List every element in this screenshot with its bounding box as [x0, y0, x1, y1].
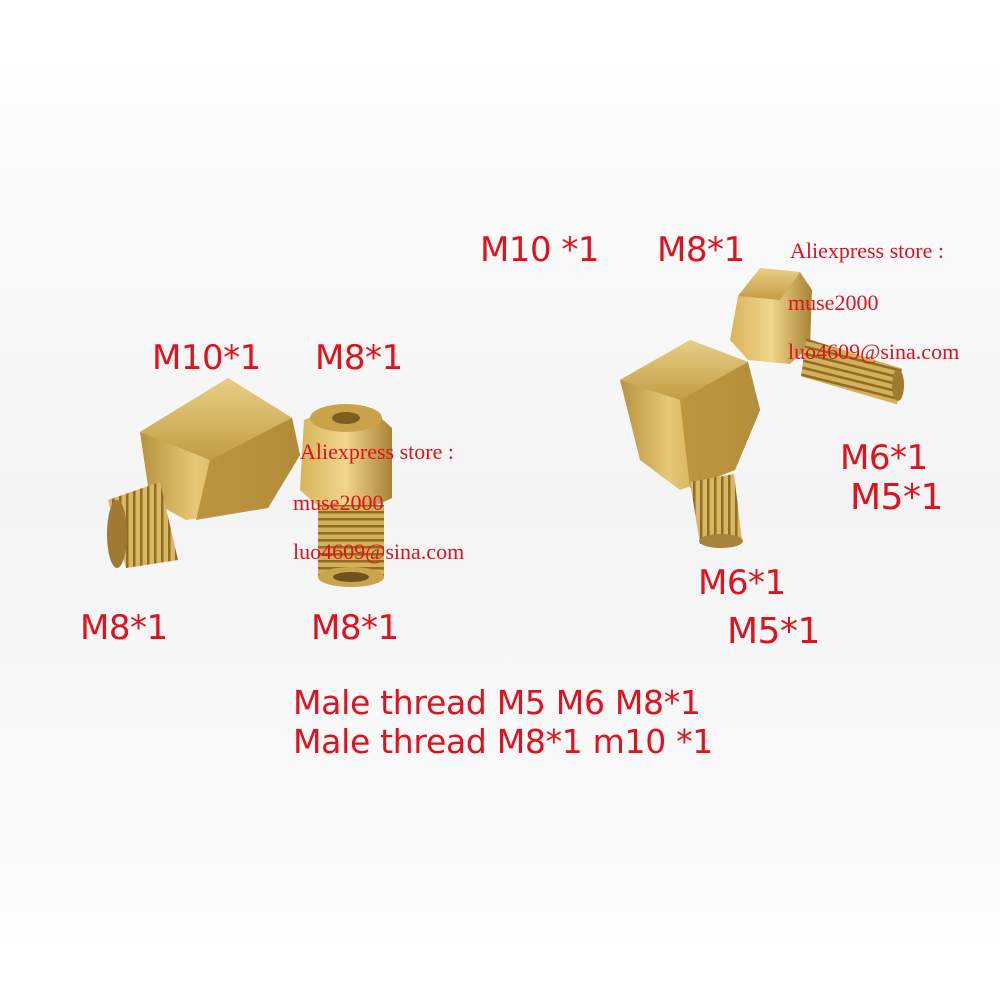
brass-adapter-right-large	[620, 340, 760, 548]
label-left-bottom-small: M8*1	[311, 608, 399, 648]
watermark-right-store: Aliexpress store :	[790, 238, 944, 263]
watermark-center-name: muse2000	[293, 490, 384, 515]
watermark-center-store: Aliexpress store :	[300, 439, 454, 464]
watermark-center-email: luo4609@sina.com	[293, 539, 465, 564]
brass-adapter-right-small	[730, 268, 904, 405]
label-left-top-small: M8*1	[315, 338, 403, 378]
label-right-side-a: M6*1	[840, 438, 928, 478]
brass-adapter-left-large	[107, 378, 300, 568]
label-right-side-b: M5*1	[850, 477, 943, 518]
caption-line-2: Male thread M8*1 m10 *1	[293, 722, 713, 761]
label-right-top-small: M8*1	[657, 230, 745, 270]
label-right-top-large: M10 *1	[480, 230, 600, 270]
watermark-right-name: muse2000	[788, 290, 879, 315]
brass-adapter-left-small	[300, 404, 392, 587]
label-left-top-large: M10*1	[152, 338, 261, 378]
caption-line-1: Male thread M5 M6 M8*1	[293, 683, 701, 722]
watermark-right-email: luo4609@sina.com	[788, 339, 960, 364]
label-left-bottom-large: M8*1	[80, 608, 168, 648]
label-right-bottom-a: M6*1	[698, 563, 786, 603]
label-right-bottom-b: M5*1	[727, 611, 820, 652]
